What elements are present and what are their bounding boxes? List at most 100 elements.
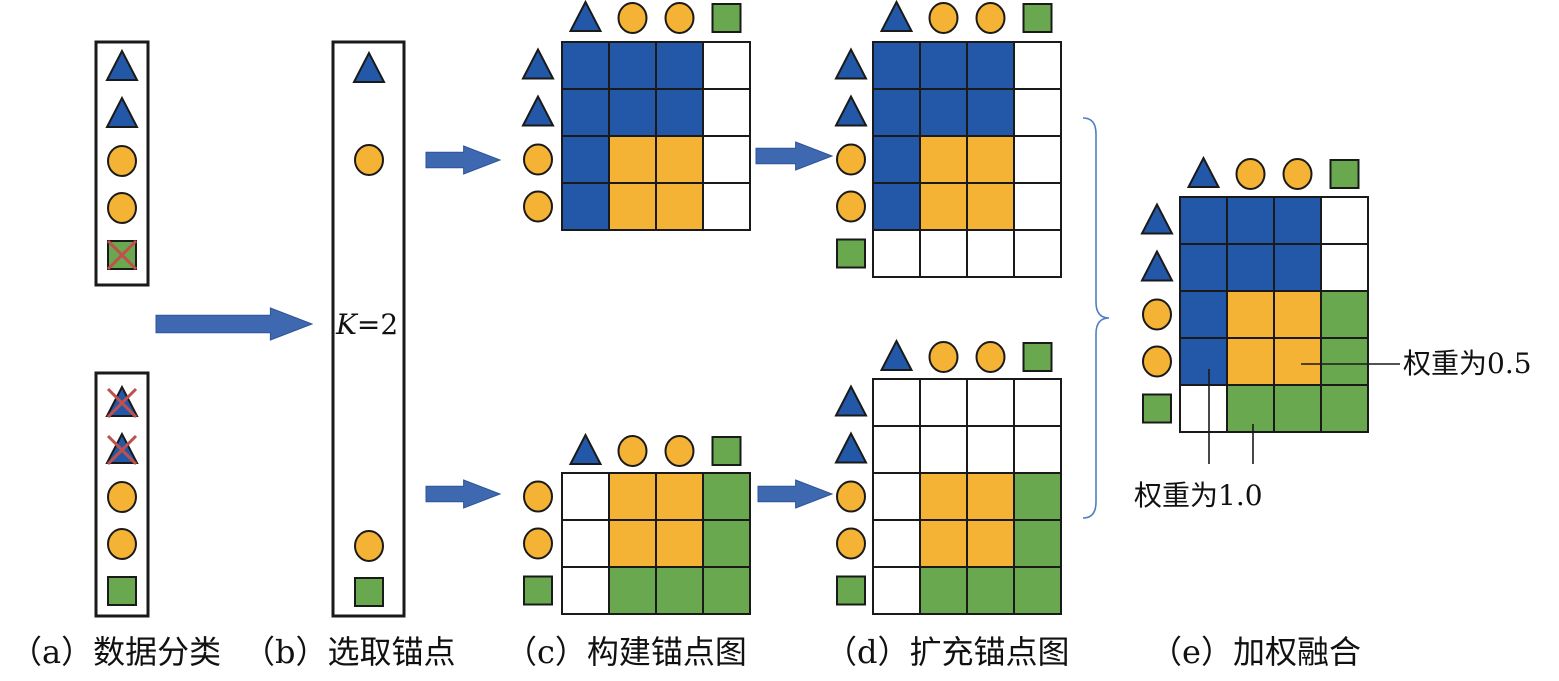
view1-frame (94, 40, 150, 287)
panel-d-top-grid-cell-2-3 (1013, 135, 1062, 184)
view1-sample-3-circle (107, 192, 137, 224)
panel-d-top-grid-cell-0-3 (1013, 41, 1062, 90)
panel-d-top-grid-col-2-circle (975, 2, 1006, 34)
panel-e-grid-row-0-triangle (1140, 202, 1174, 235)
panel-d-bottom-grid-cell-4-3 (1013, 566, 1062, 615)
anchor-sample-1-circle (354, 144, 384, 176)
arrow-a-to-b (155, 307, 314, 341)
panel-c-top-grid-cell-1-3 (702, 88, 751, 137)
panel-d-bottom-grid-cell-0-0 (872, 378, 921, 427)
panel-e-grid-cell-3-1 (1226, 337, 1275, 386)
view1-sample-2-circle (107, 145, 137, 177)
panel-e-grid-cell-0-3 (1320, 196, 1369, 245)
panel-e-grid-cell-2-2 (1273, 290, 1322, 339)
panel-d-bottom-grid-cell-3-1 (919, 519, 968, 568)
panel-d-bottom-grid-cell-3-3 (1013, 519, 1062, 568)
panel-c-top-grid-cell-0-2 (655, 41, 704, 90)
panel-e-grid-cell-1-1 (1226, 243, 1275, 292)
panel-c-top-grid-cell-2-2 (655, 135, 704, 184)
panel-e-grid-cell-4-0 (1179, 384, 1228, 433)
panel-c-bottom-grid-cell-0-3 (702, 472, 751, 521)
panel-d-bottom-grid-row-1-triangle (834, 431, 868, 464)
panel-e-grid-cell-2-0 (1179, 290, 1228, 339)
weight-half-label: 权重为0.5 (1403, 347, 1532, 380)
view1-sample-4-cross-b (106, 239, 138, 271)
panel-e-grid-row-4-square (1142, 393, 1172, 424)
caption-c: （c）构建锚点图 (505, 633, 747, 671)
panel-c-bottom-grid-col-3-square (711, 436, 742, 466)
panel-d-top-grid-cell-0-2 (966, 41, 1015, 90)
panel-d-top-grid-cell-2-2 (966, 135, 1015, 184)
panel-d-top-grid-cell-1-0 (872, 88, 921, 137)
panel-e-grid-cell-3-2 (1273, 337, 1322, 386)
anchor-count-label: K=2 (335, 308, 398, 341)
panel-d-top-grid-cell-4-3 (1013, 229, 1062, 278)
panel-c-top-grid-col-1-circle (617, 2, 648, 34)
panel-d-top-grid-cell-2-0 (872, 135, 921, 184)
view2-sample-0-cross-b (106, 387, 138, 419)
panel-c-top-grid-cell-2-3 (702, 135, 751, 184)
panel-c-top-grid-cell-3-0 (561, 182, 610, 231)
panel-c-top-grid-cell-3-1 (608, 182, 657, 231)
panel-c-top-grid-cell-2-0 (561, 135, 610, 184)
panel-c-bottom-grid-cell-0-0 (561, 472, 610, 521)
panel-c-top-grid-cell-3-3 (702, 182, 751, 231)
arrow-b-to-c-bottom (425, 479, 502, 509)
panel-d-bottom-grid-row-4-square (836, 575, 866, 606)
panel-c-bottom-grid-col-1-circle (617, 435, 648, 467)
panel-e-grid-col-1-circle (1235, 158, 1266, 190)
caption-b: （b）选取锚点 (243, 633, 456, 671)
panel-d-top-grid-cell-1-2 (966, 88, 1015, 137)
panel-c-top-grid-cell-1-0 (561, 88, 610, 137)
panel-c-top-grid-cell-0-3 (702, 41, 751, 90)
panel-d-bottom-grid-cell-1-2 (966, 425, 1015, 474)
panel-d-bottom-grid-cell-4-1 (919, 566, 968, 615)
panel-c-bottom-grid-col-0-triangle (568, 432, 603, 465)
panel-e-grid-cell-1-3 (1320, 243, 1369, 292)
panel-d-bottom-grid-cell-2-0 (872, 472, 921, 521)
weight-one-label: 权重为1.0 (1134, 479, 1263, 512)
anchor-frame (331, 40, 406, 618)
panel-c-top-grid-row-3-circle (523, 190, 553, 223)
panel-e-grid-col-2-circle (1282, 158, 1313, 190)
panel-e-grid-cell-1-2 (1273, 243, 1322, 292)
panel-c-top-grid-col-0-triangle (568, 0, 603, 32)
shapes-layer (94, 0, 1400, 618)
panel-d-bottom-grid-cell-2-1 (919, 472, 968, 521)
panel-e-grid-cell-0-0 (1179, 196, 1228, 245)
panel-c-top-grid-col-3-square (711, 3, 742, 33)
panel-c-bottom-grid-cell-1-0 (561, 519, 610, 568)
panel-c-bottom-grid-cell-2-3 (702, 566, 751, 615)
panel-d-bottom-grid-col-0-triangle (879, 338, 914, 371)
panel-d-top-grid-cell-4-2 (966, 229, 1015, 278)
panel-c-top-grid-cell-1-1 (608, 88, 657, 137)
panel-c-top-grid-cell-3-2 (655, 182, 704, 231)
panel-c-bottom-grid-cell-2-1 (608, 566, 657, 615)
panel-d-bottom-grid-cell-0-1 (919, 378, 968, 427)
panel-d-top-grid-cell-1-3 (1013, 88, 1062, 137)
panel-d-bottom-grid-row-3-circle (836, 527, 866, 560)
panel-c-top-grid-row-0-triangle (521, 47, 555, 80)
panel-c-bottom-grid-row-0-circle (523, 480, 553, 513)
anchor-count-var: K (335, 308, 359, 341)
view2-sample-1-cross-b (106, 434, 138, 466)
panel-d-bottom-grid-cell-1-1 (919, 425, 968, 474)
panel-e-grid-cell-2-3 (1320, 290, 1369, 339)
panel-e-grid-col-3-square (1329, 159, 1360, 189)
panel-c-bottom-grid-cell-1-2 (655, 519, 704, 568)
view2-frame (94, 371, 150, 618)
panel-c-bottom-grid-row-2-square (523, 575, 553, 606)
panel-e-grid-cell-4-2 (1273, 384, 1322, 433)
caption-a: （a）数据分类 (10, 633, 221, 671)
panel-d-bottom-grid-cell-3-0 (872, 519, 921, 568)
panel-d-top-grid-row-2-circle (836, 143, 866, 176)
panel-d-top-grid-cell-3-1 (919, 182, 968, 231)
panel-d-top-grid-row-0-triangle (834, 47, 868, 80)
panel-d-top-grid-cell-3-0 (872, 182, 921, 231)
panel-c-bottom-grid-cell-2-0 (561, 566, 610, 615)
merge-brace (1082, 117, 1110, 519)
panel-d-bottom-grid-cell-0-3 (1013, 378, 1062, 427)
panel-c-top-grid-row-2-circle (523, 143, 553, 176)
